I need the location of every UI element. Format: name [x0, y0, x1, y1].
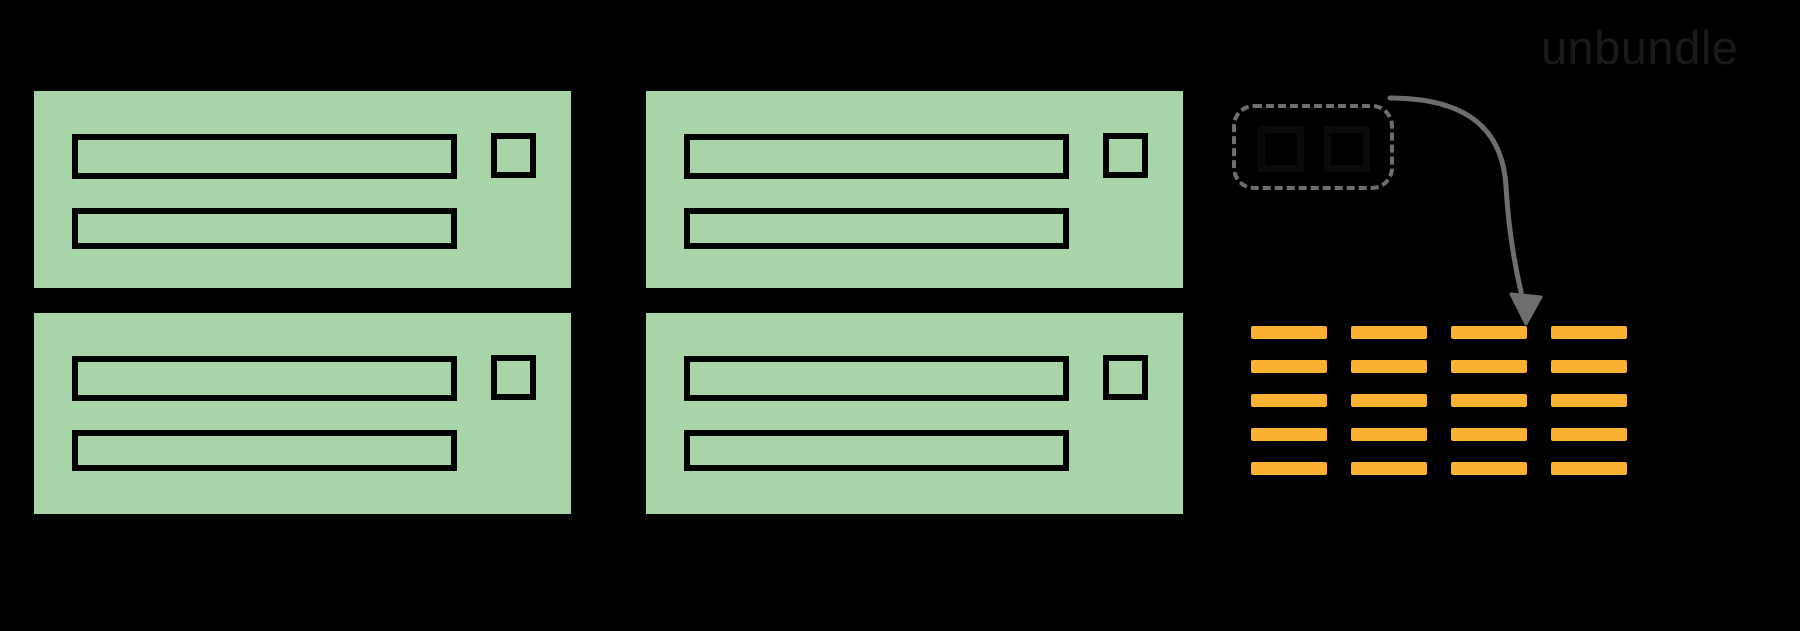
dash-cell-r3c3	[1451, 393, 1527, 407]
dash-cell-r2c2	[1351, 359, 1427, 373]
dash-cell-r1c1	[1251, 325, 1327, 339]
dash-cell-r4c1	[1251, 427, 1327, 441]
dash-cell-r2c3	[1451, 359, 1527, 373]
dash-cell-r2c1	[1251, 359, 1327, 373]
card-bar-bottom	[684, 430, 1069, 471]
selected-chip-icon-b	[1324, 126, 1370, 172]
card-bar-top	[684, 356, 1069, 401]
unbundle-arrow	[1387, 95, 1543, 326]
dash-cell-r4c4	[1551, 427, 1627, 441]
dash-cell-r3c4	[1551, 393, 1627, 407]
card-bottom-right[interactable]	[646, 313, 1183, 514]
dash-cell-r4c2	[1351, 427, 1427, 441]
dash-cell-r5c4	[1551, 461, 1627, 475]
dash-cell-r3c2	[1351, 393, 1427, 407]
card-top-left[interactable]	[34, 91, 571, 288]
card-bar-bottom	[72, 208, 457, 249]
card-bar-top	[72, 134, 457, 179]
dash-cell-r1c2	[1351, 325, 1427, 339]
dash-cell-r3c1	[1251, 393, 1327, 407]
card-bar-top	[684, 134, 1069, 179]
card-bottom-left[interactable]	[34, 313, 571, 514]
card-bar-bottom	[72, 430, 457, 471]
unbundled-dash-grid	[1251, 315, 1627, 485]
card-chip-icon	[491, 133, 536, 178]
card-chip-icon	[1103, 355, 1148, 400]
selected-chip-icon-a	[1258, 126, 1304, 172]
unbundle-label: unbundle	[1541, 21, 1739, 74]
card-chip-icon	[491, 355, 536, 400]
card-top-right[interactable]	[646, 91, 1183, 288]
dash-cell-r1c3	[1451, 325, 1527, 339]
dash-cell-r4c3	[1451, 427, 1527, 441]
card-bar-top	[72, 356, 457, 401]
dash-cell-r2c4	[1551, 359, 1627, 373]
card-bar-bottom	[684, 208, 1069, 249]
card-chip-icon	[1103, 133, 1148, 178]
dash-cell-r5c2	[1351, 461, 1427, 475]
dashed-selection-group[interactable]	[1232, 104, 1394, 190]
dash-cell-r5c3	[1451, 461, 1527, 475]
dash-cell-r1c4	[1551, 325, 1627, 339]
dash-cell-r5c1	[1251, 461, 1327, 475]
